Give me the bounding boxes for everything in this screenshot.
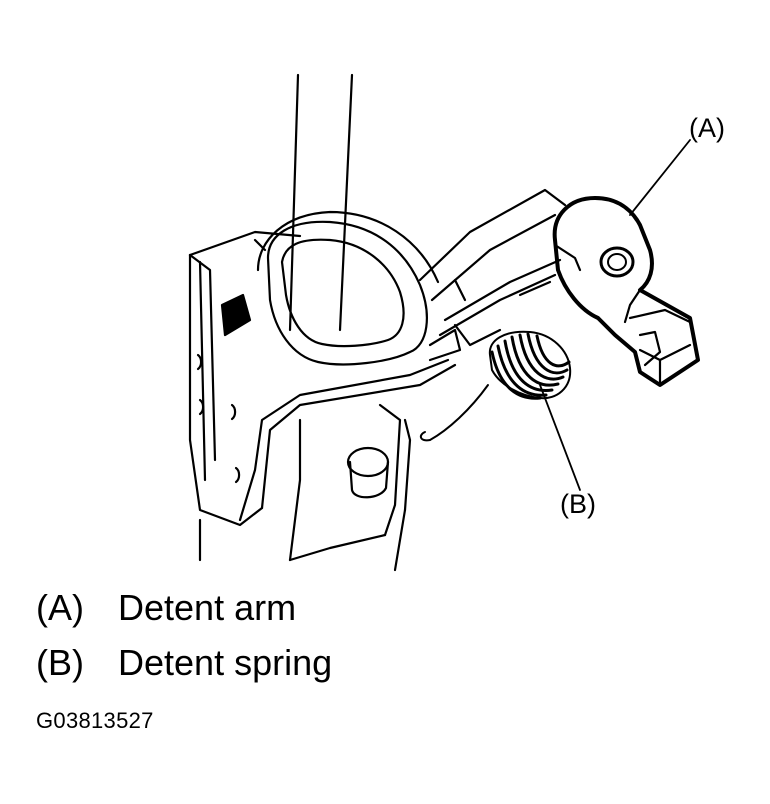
detent-link <box>418 188 567 347</box>
leader-lines <box>539 139 691 491</box>
callout-label-a: (A) <box>689 113 725 143</box>
rod-collar <box>256 210 440 366</box>
shift-rod <box>288 73 354 332</box>
legend-key: (A) <box>36 587 84 628</box>
detent-spring <box>419 330 572 442</box>
detent-mechanism-illustration <box>188 73 700 572</box>
callout-label-b: (B) <box>560 489 596 519</box>
legend-text: Detent arm <box>118 587 297 628</box>
detent-arm <box>552 196 700 387</box>
shift-bracket <box>188 230 462 572</box>
mounting-holes <box>196 353 241 484</box>
legend-key: (B) <box>36 642 84 683</box>
legend-text: Detent spring <box>118 642 333 683</box>
stud-pin <box>346 446 390 499</box>
figure-id: G03813527 <box>36 708 154 733</box>
